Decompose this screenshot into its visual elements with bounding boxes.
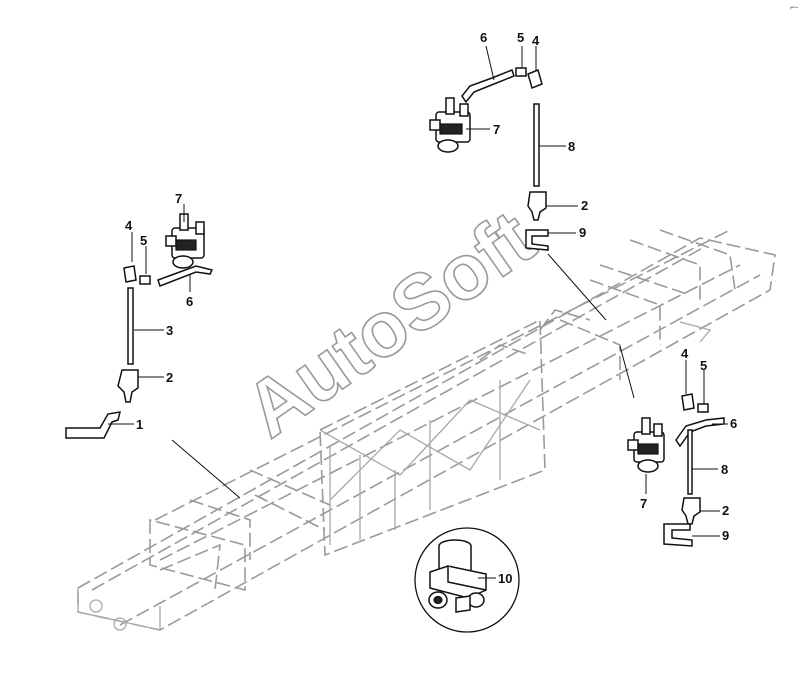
right-valve-7 <box>627 417 665 473</box>
top-fitting-5 <box>515 67 527 77</box>
right-callout-6: 6 <box>730 416 737 431</box>
left-fitting-4 <box>123 265 137 283</box>
detail-view-10: 10 <box>414 527 520 633</box>
right-fitting-4 <box>681 393 695 411</box>
right-callout-5: 5 <box>700 358 707 373</box>
corner-mark: ⌐- <box>790 2 798 12</box>
right-callout-9: 9 <box>722 528 729 543</box>
top-callout-9: 9 <box>579 225 586 240</box>
left-callout-3: 3 <box>166 323 173 338</box>
top-callout-7: 7 <box>493 122 500 137</box>
right-rod-6 <box>675 417 725 448</box>
left-valve-7 <box>165 213 205 269</box>
left-callout-7: 7 <box>175 191 182 206</box>
chassis-frame <box>77 229 776 631</box>
right-rod-8 <box>687 429 693 495</box>
left-bracket-1 <box>65 411 122 439</box>
right-callout-7: 7 <box>640 496 647 511</box>
right-fitting-2 <box>681 497 701 525</box>
left-callout-1: 1 <box>136 417 143 432</box>
top-rod-6 <box>461 69 515 104</box>
right-callout-4: 4 <box>681 346 689 361</box>
left-rod-3 <box>127 287 134 365</box>
top-valve-7 <box>429 97 471 153</box>
top-bracket-9 <box>525 229 549 251</box>
left-fitting-5 <box>139 275 151 285</box>
autosoft-watermark: AutoSoft <box>229 193 549 454</box>
right-fitting-5 <box>697 403 709 413</box>
top-assembly: 6 5 4 7 8 2 9 <box>429 30 635 399</box>
left-assembly: 7 4 5 6 3 2 1 <box>65 191 241 499</box>
right-bracket-9 <box>663 523 693 547</box>
top-callout-2: 2 <box>581 198 588 213</box>
right-assembly: 4 5 6 8 7 2 9 <box>627 346 737 547</box>
top-fitting-4 <box>527 68 543 90</box>
left-callout-6: 6 <box>186 294 193 309</box>
left-callout-4: 4 <box>125 218 133 233</box>
top-callout-6: 6 <box>480 30 487 45</box>
top-callout-8: 8 <box>568 139 575 154</box>
left-fitting-2 <box>117 369 139 403</box>
right-callout-2: 2 <box>722 503 729 518</box>
left-callout-2: 2 <box>166 370 173 385</box>
left-bracket-6 <box>157 265 214 287</box>
top-callout-4: 4 <box>532 33 540 48</box>
right-callout-8: 8 <box>721 462 728 477</box>
detail-callout-10: 10 <box>498 571 512 586</box>
left-callout-5: 5 <box>140 233 147 248</box>
top-callout-5: 5 <box>517 30 524 45</box>
top-fitting-2 <box>527 191 547 221</box>
top-rod-8 <box>533 103 540 187</box>
